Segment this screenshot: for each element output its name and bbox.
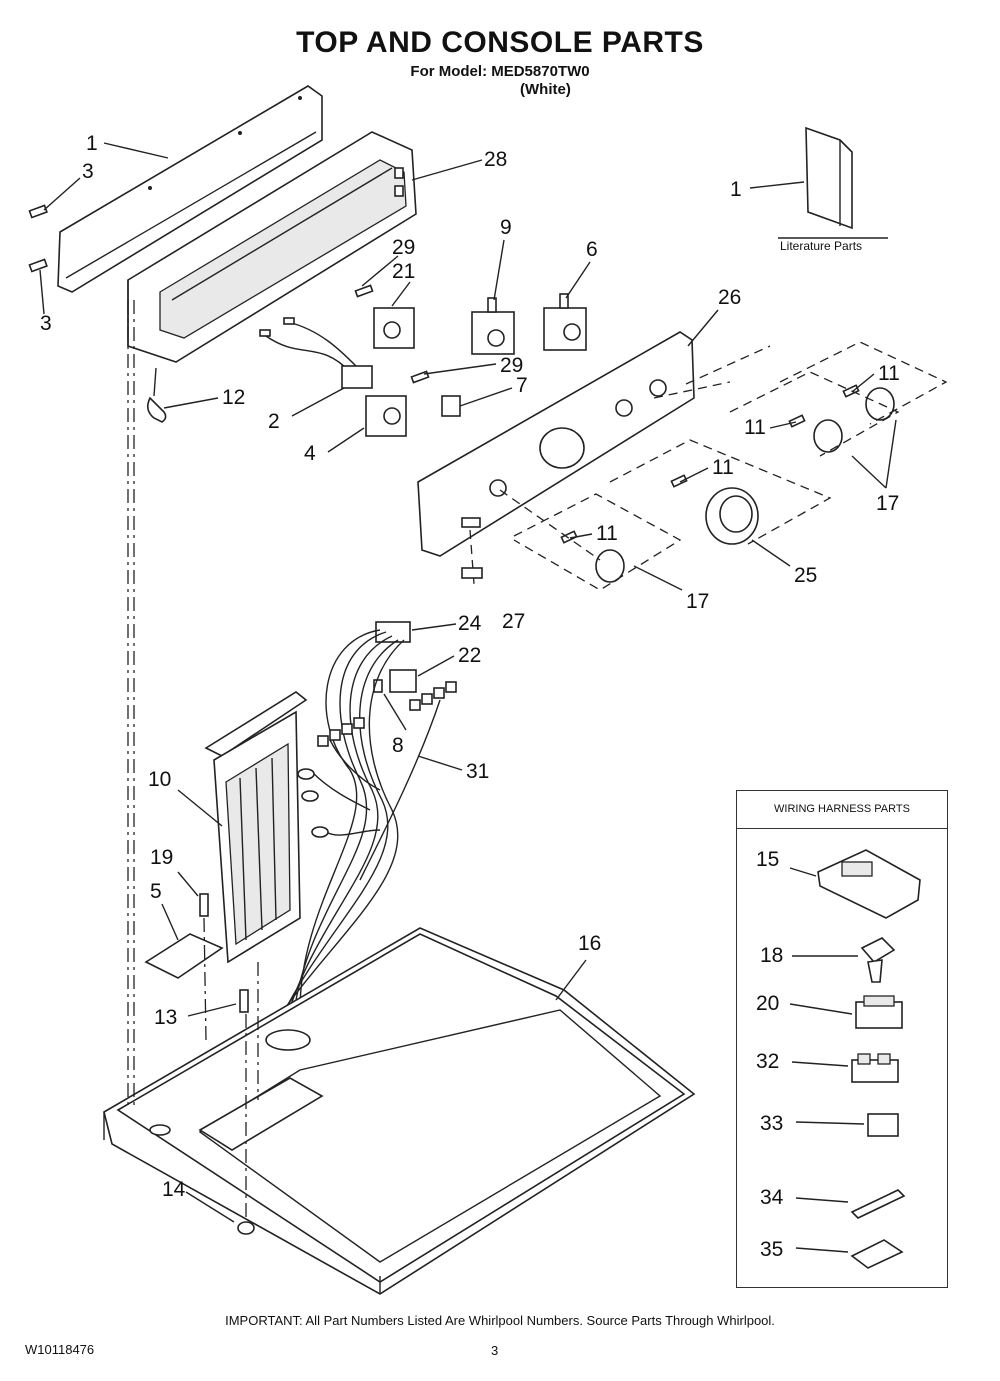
callout-26: 26 [718,286,741,309]
harness-callout-15: 15 [756,848,779,871]
leader-lines [39,142,897,1223]
label-part [461,567,483,579]
clip-part [146,396,167,423]
callout-17: 17 [876,492,899,515]
page-title: TOP AND CONSOLE PARTS [296,26,704,59]
harness-callout-32: 32 [756,1050,779,1073]
callout-3: 3 [82,160,94,183]
control-panel-part [417,331,695,557]
callout-8: 8 [392,734,404,757]
bracket-part [144,933,224,979]
callout-9: 9 [500,216,512,239]
foot-part [237,1221,255,1235]
harness-box-title: WIRING HARNESS PARTS [737,791,947,829]
callout-5: 5 [150,880,162,903]
knob-part [595,387,895,583]
screw-part [28,204,48,273]
callout-31: 31 [466,760,489,783]
main-harness-part [277,621,457,1019]
switch-part [365,293,587,437]
page-number: 3 [491,1343,499,1358]
harness-callout-34: 34 [760,1186,784,1209]
callout-7: 7 [516,374,528,397]
callout-21: 21 [392,260,415,283]
console-frame-part [127,131,417,363]
callout-13: 13 [154,1006,177,1029]
harness-parts: 15 18 20 32 33 34 35 [756,848,921,1269]
harness-parts-box: WIRING HARNESS PARTS [736,790,948,1288]
literature-label: Literature Parts [780,239,862,253]
model-line: For Model: MED5870TW0 [410,63,590,80]
alignment-guides [469,341,948,591]
callout-22: 22 [458,644,481,667]
callout-14: 14 [162,1178,186,1201]
callout-19: 19 [150,846,173,869]
color-line: (White) [520,81,571,98]
callout-2: 2 [268,410,280,433]
knob-clip-part [560,384,860,544]
screw-part [199,893,209,917]
callout-29: 29 [392,236,415,259]
wire-lead-part [259,317,373,389]
callout-28: 28 [484,148,507,171]
dryer-top-part [103,927,696,1295]
assembly-guides [127,300,259,1222]
callout-16: 16 [578,932,601,955]
callout-6: 6 [586,238,598,261]
callout-11: 11 [744,416,766,439]
literature-callout: 1 [730,178,742,201]
callout-4: 4 [304,442,316,465]
callout-24: 24 [458,612,482,635]
harness-callout-33: 33 [760,1112,783,1135]
callout-17: 17 [686,590,709,613]
callout-29: 29 [500,354,523,377]
harness-callout-35: 35 [760,1238,783,1261]
callout-12: 12 [222,386,245,409]
harness-callout-20: 20 [756,992,779,1015]
harness-callout-18: 18 [760,944,783,967]
callout-1: 1 [86,132,98,155]
callout-27: 27 [502,610,525,633]
callout-labels: 1 3 3 28 9 6 29 21 26 12 2 29 7 4 11 11 … [40,132,900,1201]
callout-10: 10 [148,768,171,791]
callout-3: 3 [40,312,52,335]
footer-important: IMPORTANT: All Part Numbers Listed Are W… [225,1313,775,1328]
callout-11: 11 [596,522,618,545]
screw-part [239,989,249,1013]
callout-11: 11 [878,362,900,385]
callout-11: 11 [712,456,734,479]
literature-part [778,126,888,239]
back-panel-part [57,85,323,293]
lint-filter-part [204,691,308,964]
callout-25: 25 [794,564,817,587]
document-number: W10118476 [25,1342,95,1357]
